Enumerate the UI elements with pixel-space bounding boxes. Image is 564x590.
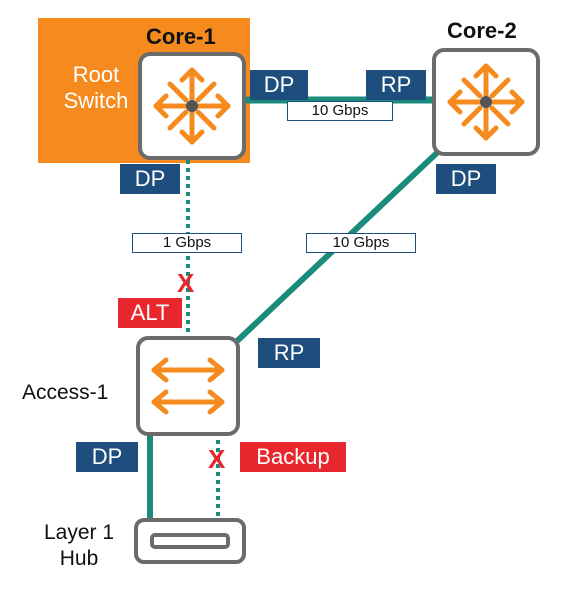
core1-device[interactable] — [138, 52, 246, 160]
backup-blocked-x-icon: X — [208, 444, 226, 474]
core1-label: Core-1 — [146, 24, 216, 49]
hub-device[interactable] — [134, 518, 246, 564]
root-switch-label: Root Switch — [63, 62, 129, 113]
access1-device[interactable] — [136, 336, 240, 436]
hub-label: Layer 1 Hub — [43, 521, 115, 570]
router-icon — [447, 63, 525, 141]
access1-label: Access-1 — [22, 381, 109, 404]
alt-tag: ALT — [118, 298, 182, 328]
core2-down-dp-tag: DP — [436, 164, 496, 194]
router-icon — [153, 67, 231, 145]
core-link-speed: 10 Gbps — [287, 101, 393, 121]
core1-dp-tag: DP — [250, 70, 308, 100]
hub-icon — [150, 533, 230, 549]
switch-icon — [151, 357, 225, 415]
core2-rp-tag: RP — [366, 70, 426, 100]
core2-label: Core-2 — [447, 18, 517, 43]
access1-rp-tag: RP — [258, 338, 320, 368]
core2-access-speed: 10 Gbps — [306, 233, 416, 253]
backup-tag: Backup — [240, 442, 346, 472]
core2-device[interactable] — [432, 48, 540, 156]
core1-access-speed: 1 Gbps — [132, 233, 242, 253]
blocked-x-icon: X — [177, 268, 195, 298]
core1-down-dp-tag: DP — [120, 164, 180, 194]
access1-hub-dp-tag: DP — [76, 442, 138, 472]
